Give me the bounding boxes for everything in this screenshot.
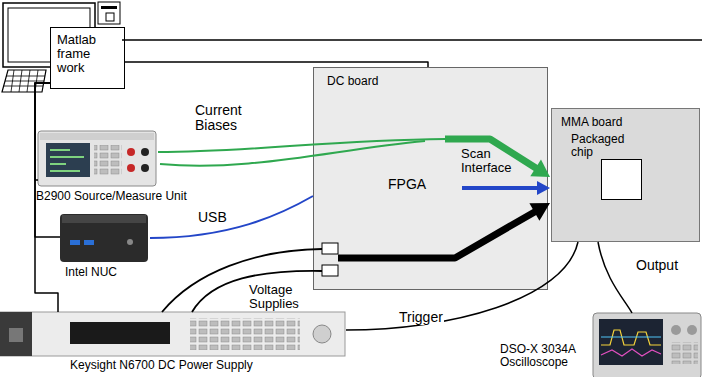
nuc-top (62, 215, 146, 223)
connector (35, 83, 50, 180)
connector-line (35, 83, 60, 237)
arrowhead (537, 181, 550, 195)
connector-label: Trigger (398, 310, 444, 325)
connector-line (338, 211, 537, 258)
terminal (141, 148, 149, 156)
node-text: FPGA (388, 177, 426, 192)
chip-square (601, 159, 642, 200)
knob (313, 325, 331, 343)
knob (687, 325, 697, 335)
scope-screen (599, 319, 663, 365)
smu-buttons (94, 145, 122, 175)
connector-line (462, 186, 539, 190)
connector-label: Scan Interface (461, 147, 521, 175)
keyboard (2, 70, 46, 92)
node-title: MMA board (561, 116, 622, 129)
window-bar (101, 6, 117, 9)
node-title: Packaged chip (571, 133, 629, 159)
scope-buttons (670, 342, 698, 364)
connector (462, 181, 550, 195)
node-title: Intel NUC (65, 266, 117, 279)
connector (162, 249, 322, 312)
connector (125, 62, 428, 67)
smu-top (40, 133, 154, 140)
smu-picture (38, 131, 156, 186)
usb-port (70, 240, 80, 245)
wiring (122, 40, 702, 312)
knob (671, 325, 681, 335)
window-icon (98, 2, 120, 24)
trace (601, 349, 661, 356)
psu-keypad (190, 318, 300, 350)
terminal (127, 164, 135, 172)
oscilloscope-picture (593, 313, 701, 377)
bias-wire (160, 141, 425, 166)
nuc-picture (60, 214, 148, 262)
keys (4, 70, 45, 92)
connector (35, 83, 60, 237)
nuc-body (60, 214, 148, 262)
connector (158, 139, 550, 177)
power-button (127, 239, 133, 245)
trace (601, 330, 661, 345)
connector (598, 242, 632, 313)
connector (150, 196, 313, 238)
power-supply-picture (0, 312, 345, 356)
power-switch (9, 328, 23, 342)
trace (601, 337, 661, 338)
connector-label: Current Biases (195, 103, 257, 133)
smu-screen (46, 143, 90, 177)
connector (35, 83, 58, 312)
connector-label: Voltage Supplies (248, 283, 308, 311)
smu-body (38, 131, 156, 186)
psu-body (0, 312, 345, 356)
connector-line (35, 83, 50, 180)
chip-package: Packaged chip (571, 133, 646, 200)
arrowhead (530, 159, 550, 177)
node-title: DC board (327, 75, 378, 88)
bus-wire (122, 39, 702, 41)
scope-body (593, 313, 701, 377)
terminal (141, 164, 149, 172)
usb-port (84, 240, 94, 245)
connector-label: USB (198, 210, 227, 225)
software-box: Matlab frame work (50, 27, 125, 89)
node-title: Keysight N6700 DC Power Supply (70, 359, 253, 372)
instrument: B2900 Source/Measure Unit (36, 128, 202, 208)
screen-lines (50, 150, 84, 171)
instrument: Intel NUC (58, 211, 158, 283)
instrument: Keysight N6700 DC Power Supply (0, 310, 350, 377)
node-title: Matlab frame work (57, 33, 119, 75)
connector-line (346, 242, 578, 330)
connector-line (158, 139, 445, 152)
mma-board: MMA boardPackaged chip (551, 108, 700, 242)
connector (338, 203, 550, 258)
connector-line (598, 242, 632, 313)
arrowhead (529, 203, 550, 221)
connector-line (150, 196, 313, 238)
connector-plug (322, 243, 338, 254)
psu-side (0, 312, 32, 356)
connector-line (125, 62, 428, 67)
connector-plug (322, 265, 338, 276)
connector (346, 242, 578, 330)
connector-label: Output (636, 258, 678, 273)
node-title: B2900 Source/Measure Unit (36, 190, 187, 203)
terminal (127, 148, 135, 156)
node-title: DSO-X 3034A Oscilloscope (500, 343, 592, 369)
supply-wire (192, 271, 322, 312)
window-inner (106, 13, 114, 21)
connector-line (162, 249, 322, 312)
psu-display (70, 322, 170, 344)
connector-line (35, 83, 58, 312)
instrument: DSO-X 3034A Oscilloscope (498, 310, 702, 377)
